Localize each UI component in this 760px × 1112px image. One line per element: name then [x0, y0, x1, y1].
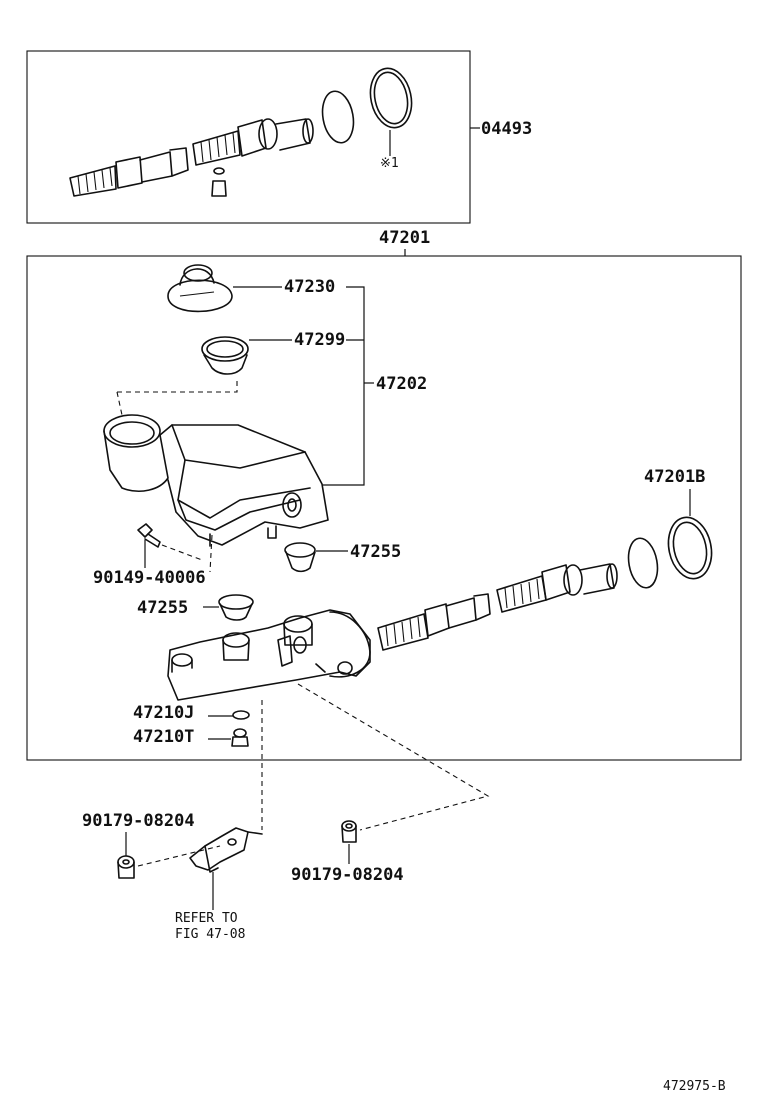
o-ring-right — [627, 537, 659, 589]
label-refer-line1: REFER TO — [175, 911, 238, 926]
master-cylinder-body — [167, 609, 371, 701]
reservoir-tank — [103, 414, 329, 547]
grommet-upper — [284, 542, 316, 573]
label-90149-40006: 90149-40006 — [93, 568, 206, 588]
grommet-lower — [218, 594, 254, 621]
label-47210t: 47210T — [133, 727, 194, 747]
label-47201: 47201 — [379, 228, 430, 248]
label-47210j: 47210J — [133, 703, 194, 723]
label-47255-upper: 47255 — [350, 542, 401, 562]
o-ring-top — [321, 90, 355, 144]
label-47202: 47202 — [376, 374, 427, 394]
ring-gasket-top — [369, 67, 413, 129]
gasket-47210j — [232, 710, 250, 720]
kit-piston-assembly-top — [69, 67, 413, 197]
label-90179-08204-left: 90179-08204 — [82, 811, 195, 831]
plug-47210t — [231, 728, 249, 747]
reservoir-cap — [167, 264, 233, 313]
label-47201b: 47201B — [644, 467, 705, 487]
label-47255-lower: 47255 — [137, 598, 188, 618]
nut-right — [341, 820, 357, 843]
mounting-bracket — [189, 827, 263, 873]
label-47230: 47230 — [284, 277, 335, 297]
label-04493: 04493 — [481, 119, 532, 139]
label-refer-line2: FIG 47-08 — [175, 927, 245, 942]
kit-box-04493 — [26, 50, 471, 224]
strainer — [201, 336, 249, 375]
piston-assembly-main — [377, 563, 618, 651]
figure-code: 472975-B — [663, 1079, 726, 1094]
label-90179-08204-right: 90179-08204 — [291, 865, 404, 885]
label-note-mark: ※1 — [380, 156, 399, 171]
ring-gasket-right — [667, 516, 713, 580]
label-47299: 47299 — [294, 330, 345, 350]
main-assembly-box-47201 — [26, 255, 742, 761]
bolt — [137, 523, 161, 548]
nut-left — [117, 855, 135, 879]
